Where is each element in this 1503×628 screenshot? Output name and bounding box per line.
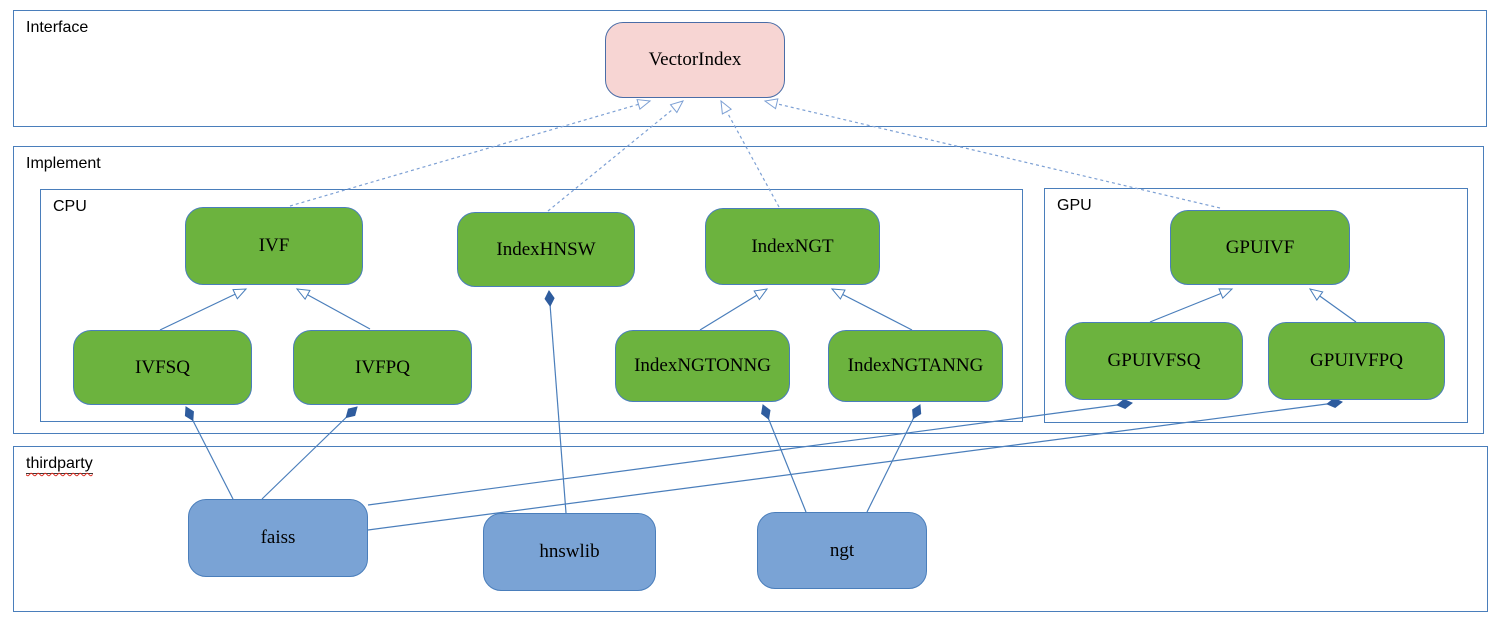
section-gpu-label: GPU — [1057, 197, 1092, 214]
spellcheck-underline: thirdparty — [26, 455, 93, 472]
section-thirdparty-label: thirdparty — [26, 455, 93, 474]
node-ivfsq-label: IVFSQ — [135, 356, 190, 378]
node-ivf-label: IVF — [258, 235, 290, 256]
node-ngt-label: ngt — [829, 539, 855, 561]
node-gpuivfpq-label: GPUIVFPQ — [1310, 350, 1403, 371]
node-gpuivfsq[interactable]: GPUIVFSQ — [1065, 322, 1243, 400]
node-hnswlib[interactable]: hnswlib — [483, 513, 656, 591]
node-gpuivf[interactable]: GPUIVF — [1170, 210, 1350, 285]
node-indexngt-label: IndexNGT — [751, 235, 834, 257]
node-ngt[interactable]: ngt — [757, 512, 927, 589]
node-indexngtanng[interactable]: IndexNGTANNG — [828, 330, 1003, 402]
node-gpuivfsq-label: GPUIVFSQ — [1107, 350, 1201, 371]
node-faiss-label: faiss — [260, 527, 296, 548]
node-indexhnsw[interactable]: IndexHNSW — [457, 212, 635, 287]
node-gpuivf-label: GPUIVF — [1225, 236, 1295, 258]
node-indexngt[interactable]: IndexNGT — [705, 208, 880, 285]
node-indexngtonng-label: IndexNGTONNG — [634, 355, 771, 376]
section-cpu-label: CPU — [53, 198, 87, 215]
node-vectorindex[interactable]: VectorIndex — [605, 22, 785, 98]
node-vectorindex-label: VectorIndex — [648, 49, 742, 70]
node-indexngtanng-label: IndexNGTANNG — [847, 355, 984, 376]
node-indexngtonng[interactable]: IndexNGTONNG — [615, 330, 790, 402]
node-ivfsq[interactable]: IVFSQ — [73, 330, 252, 405]
node-hnswlib-label: hnswlib — [539, 541, 600, 562]
section-interface-label: Interface — [26, 19, 89, 36]
node-ivfpq[interactable]: IVFPQ — [293, 330, 472, 405]
node-gpuivfpq[interactable]: GPUIVFPQ — [1268, 322, 1445, 400]
node-indexhnsw-label: IndexHNSW — [496, 238, 596, 260]
node-ivfpq-label: IVFPQ — [355, 356, 410, 378]
node-ivf[interactable]: IVF — [185, 207, 363, 285]
node-faiss[interactable]: faiss — [188, 499, 368, 577]
section-implement-label: Implement — [26, 155, 101, 172]
